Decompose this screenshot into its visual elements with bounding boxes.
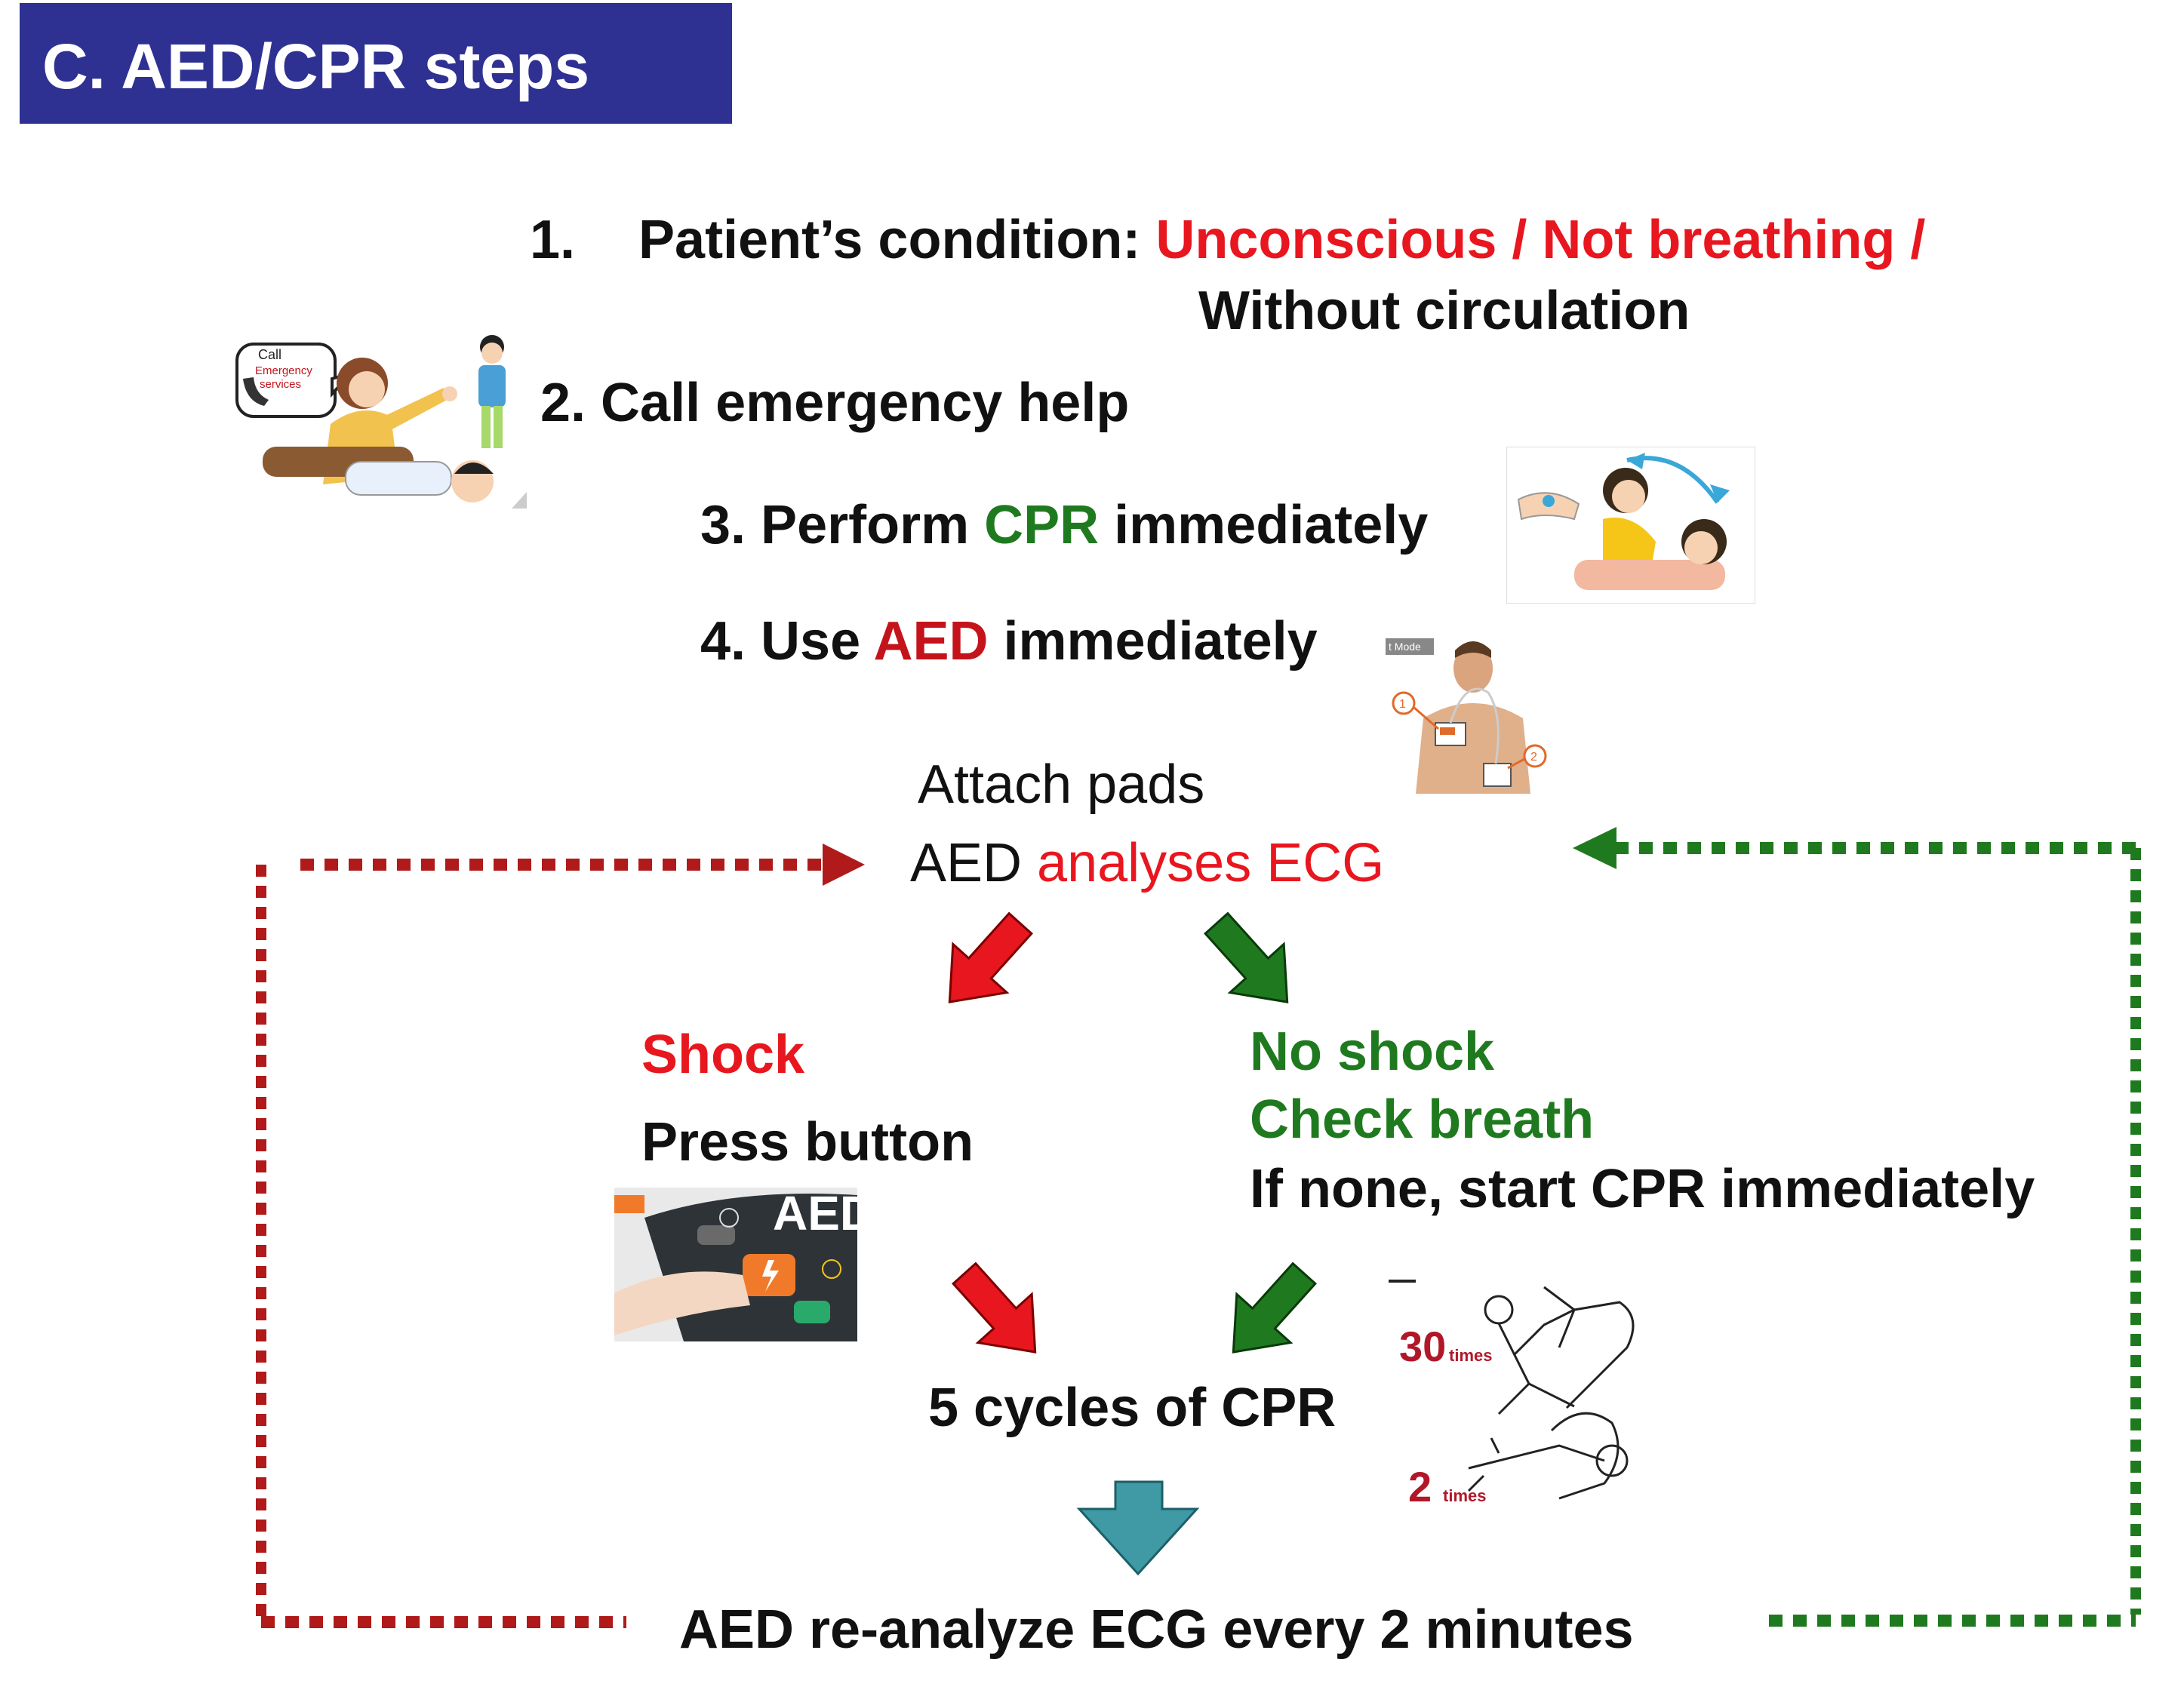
cpr-illustration	[1506, 447, 1755, 604]
child-figure	[478, 365, 506, 407]
page-title: C. AED/CPR steps	[42, 31, 590, 102]
no-shock-title: No shock	[1250, 1022, 1495, 1082]
shock-title: Shock	[641, 1025, 805, 1085]
breaths-count: 2	[1408, 1463, 1432, 1510]
reanalyze-text: AED re-analyze ECG every 2 minutes	[679, 1599, 1634, 1660]
svg-text:2: 2	[1530, 751, 1537, 764]
pad-2	[1483, 763, 1512, 787]
phone-icon	[243, 377, 269, 406]
pad-marker-1	[1392, 691, 1416, 715]
shock-action: Press button	[641, 1112, 974, 1172]
step1-number: 1.	[530, 210, 576, 270]
compression-sketch	[1484, 1286, 1635, 1415]
step1-condition-line2: Without circulation	[1198, 281, 1690, 341]
no-shock-action: If none, start CPR immediately	[1250, 1159, 2035, 1219]
red-feedback-loop	[256, 844, 865, 1628]
green-arrow-to-cpr	[1232, 1261, 1317, 1354]
rescuer-head	[1612, 480, 1645, 513]
step4-line: 4. Use AED immediately	[700, 614, 1318, 668]
step4-highlight: AED	[873, 611, 989, 671]
down-arrow-to-reanalyze	[1076, 1480, 1200, 1576]
step3-line: 3. Perform CPR immediately	[700, 498, 1428, 552]
red-arrow-to-shock	[948, 911, 1033, 1003]
analyse-ecg-text: AED analyses ECG	[910, 836, 1384, 890]
breaths-unit: times	[1443, 1486, 1486, 1505]
patient-body	[1574, 560, 1725, 590]
step4-suffix: immediately	[988, 611, 1318, 671]
mode-tag	[1386, 638, 1434, 655]
breathing-sketch	[1467, 1412, 1629, 1500]
bubble-text-services: services	[260, 378, 301, 391]
step3-suffix: immediately	[1099, 495, 1429, 555]
call-emergency-illustration: Call Emergency services	[232, 333, 527, 509]
aed-device-photo: AED	[614, 1188, 857, 1341]
cpr-ratio-illustration: 30 times 2 times	[1386, 1272, 1665, 1529]
step1-line: Patient’s condition: Unconscious / Not b…	[638, 213, 1925, 267]
green-loop-arrowhead	[1573, 827, 1616, 869]
no-shock-check: Check breath	[1250, 1089, 1595, 1150]
finger-pressing	[614, 1271, 750, 1335]
step1-condition-red: Unconscious / Not breathing /	[1155, 210, 1926, 270]
compressions-count: 30	[1399, 1323, 1446, 1370]
svg-text:1: 1	[1399, 698, 1406, 711]
bubble-text-call: Call	[258, 347, 281, 362]
svg-text:t Mode: t Mode	[1389, 641, 1421, 653]
red-arrow-to-cpr	[952, 1261, 1037, 1354]
analyse-prefix: AED	[910, 833, 1038, 893]
power-button[interactable]	[794, 1301, 830, 1323]
step1-label: Patient’s condition:	[638, 210, 1156, 270]
step3-prefix: 3. Perform	[700, 495, 985, 555]
step2-label: 2. Call emergency help	[540, 373, 1130, 433]
cpr-cycles-text: 5 cycles of CPR	[928, 1378, 1337, 1438]
bubble-text-emergency: Emergency	[255, 364, 312, 377]
analyse-highlight: analyses ECG	[1037, 833, 1385, 893]
patient-head	[1684, 531, 1718, 564]
compressions-unit: times	[1449, 1346, 1492, 1365]
aed-device-label: AED	[773, 1188, 857, 1240]
step4-prefix: 4. Use	[700, 611, 874, 671]
red-loop-arrowhead	[823, 844, 865, 886]
green-arrow-to-no-shock	[1204, 911, 1289, 1003]
torso-head	[1453, 644, 1493, 693]
header-banner: C. AED/CPR steps	[20, 3, 732, 124]
aed-pads-illustration: t Mode 1 2	[1386, 635, 1559, 794]
pad-marker-2	[1523, 744, 1547, 768]
green-feedback-loop	[1573, 827, 2141, 1627]
attach-pads-text: Attach pads	[918, 754, 1205, 815]
step3-highlight: CPR	[984, 495, 1100, 555]
